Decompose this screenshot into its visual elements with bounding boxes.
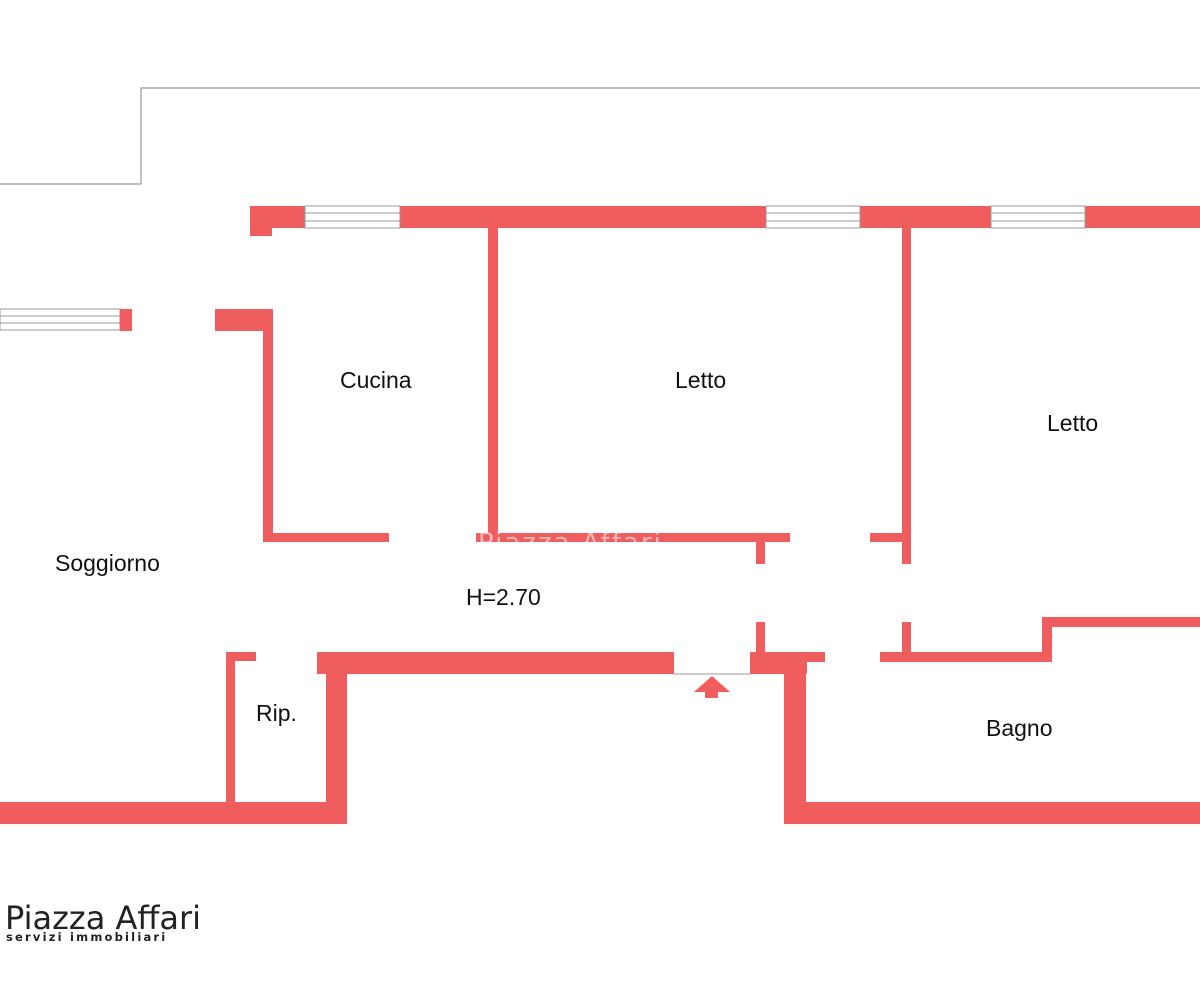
logo-name: Piazza Affari: [5, 899, 201, 937]
wall-corridor-jamb-2: [756, 622, 765, 662]
logo: Piazza Affari servizi immobiliari: [5, 899, 201, 944]
wall-rip-left: [226, 652, 235, 824]
wall-entrance-right: [784, 652, 806, 824]
wall-letto2-stub: [870, 533, 910, 542]
window-letto-1: [765, 205, 861, 229]
wall-bottom-right: [784, 802, 1200, 824]
wall-top-4: [1085, 206, 1200, 228]
wall-cucina-bottom: [263, 533, 389, 542]
window-cucina: [304, 205, 401, 229]
terrace-outline: [0, 87, 1200, 185]
label-letto-1: Letto: [675, 367, 726, 393]
wall-stub-cucina: [215, 309, 265, 331]
wall-cucina-left-top: [250, 206, 272, 236]
label-soggiorno: Soggiorno: [55, 550, 160, 576]
wall-bagno-step: [1042, 617, 1052, 662]
watermark: Piazza Affari: [478, 528, 663, 558]
wall-top-2: [400, 206, 766, 228]
wall-bagno-top: [880, 652, 1050, 662]
wall-cucina-letto: [488, 228, 498, 542]
label-ceiling-height: H=2.70: [466, 584, 541, 610]
wall-corridor-jamb-1: [756, 540, 765, 564]
wall-cucina-left: [263, 309, 273, 542]
wall-bagno-top-right: [1042, 617, 1200, 627]
window-letto-2: [990, 205, 1086, 229]
label-letto-2: Letto: [1047, 410, 1098, 436]
wall-rip-top: [226, 652, 256, 661]
wall-stub-left: [120, 309, 132, 331]
label-cucina: Cucina: [340, 367, 412, 393]
window-soggiorno: [0, 308, 121, 331]
wall-letto-letto: [902, 228, 911, 564]
wall-entrance-top: [317, 652, 674, 674]
wall-letto-bottom: [476, 533, 790, 542]
wall-bottom-left: [0, 802, 347, 824]
walls: [0, 206, 1200, 824]
wall-corridor-jamb-3: [902, 622, 911, 662]
logo-tagline: servizi immobiliari: [6, 930, 167, 944]
entrance-arrow-icon: [694, 676, 730, 698]
wall-top-3: [860, 206, 991, 228]
label-bagno: Bagno: [986, 715, 1053, 741]
label-ripostiglio: Rip.: [256, 700, 297, 726]
wall-entrance-left: [326, 652, 347, 824]
